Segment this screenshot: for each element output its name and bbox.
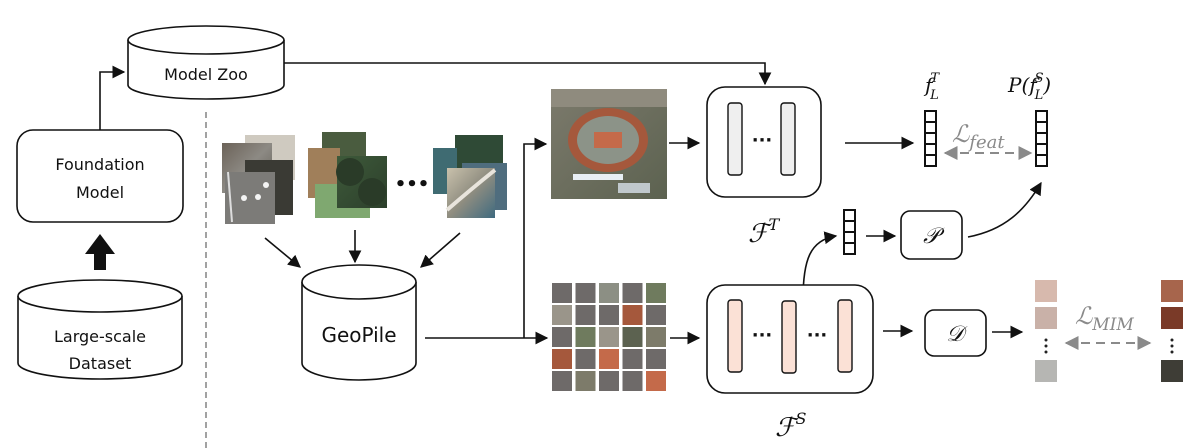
arrow-zoo-to-teacher [284, 62, 772, 86]
visible-patch [599, 327, 619, 347]
target-ellipsis-icon [1170, 338, 1174, 354]
masked-image-grid [552, 283, 666, 391]
masked-patch [646, 305, 666, 325]
teacher-feature-vector [924, 110, 937, 167]
teacher-encoder: ··· [706, 86, 822, 198]
masked-patch [599, 305, 619, 325]
target-patches [1161, 280, 1183, 382]
arrow-to-full-image [523, 137, 548, 338]
feature-cell [843, 242, 856, 255]
arrow-projector-to-feature [967, 181, 1042, 238]
masked-patch [552, 371, 572, 391]
feature-cell [1035, 132, 1048, 145]
student-layer-last [837, 299, 853, 373]
visible-patch [552, 305, 572, 325]
model-zoo-cylinder: Model Zoo [127, 25, 285, 100]
visible-patch [622, 327, 643, 347]
feature-cell [924, 154, 937, 167]
foundation-model-label-line1: Foundation [55, 155, 144, 174]
feature-cell [924, 143, 937, 156]
dataset-label-line2: Dataset [69, 354, 132, 373]
student-label: ℱS [775, 409, 806, 443]
foundation-model-label-line2: Model [76, 183, 124, 202]
masked-patch [552, 283, 572, 303]
model-zoo-label: Model Zoo [164, 65, 248, 84]
image-stack-farmland [308, 132, 387, 218]
geopile-label: GeoPile [321, 323, 396, 347]
feature-cell [924, 110, 937, 123]
student-intermediate-feature-vector [843, 209, 856, 255]
student-layer-first [727, 299, 743, 373]
full-satellite-image [551, 89, 667, 199]
arrow-urban-to-geopile [264, 237, 301, 268]
feature-loss-label: ℒfeat [952, 120, 1005, 153]
mim-loss-label: ℒMIM [1075, 302, 1134, 335]
feature-cell [843, 209, 856, 222]
student-encoder: ··· ··· [706, 284, 874, 394]
feature-cell [843, 231, 856, 244]
decoder-label: 𝒟 [946, 322, 968, 347]
student-layer-middle [781, 300, 797, 374]
arrow-coast-to-geopile [420, 232, 461, 268]
large-scale-dataset-cylinder: Large-scale Dataset [17, 279, 183, 380]
image-stack-urban [222, 135, 295, 224]
visible-patch [646, 283, 666, 303]
teacher-layer-first [727, 102, 743, 176]
visible-patch [575, 371, 596, 391]
reconstructed-patches [1035, 280, 1057, 382]
visible-patch [575, 327, 596, 347]
visible-patch [646, 371, 666, 391]
teacher-label: ℱT [748, 215, 780, 249]
thick-up-arrow-icon [85, 234, 115, 270]
masked-patch [575, 283, 596, 303]
reconstructed-ellipsis-icon [1044, 338, 1048, 354]
projected-student-feature-vector [1035, 110, 1048, 167]
image-stack-coast [433, 135, 507, 218]
feature-cell [924, 132, 937, 145]
decoder-box: 𝒟 [924, 309, 987, 357]
dataset-label-line1: Large-scale [54, 327, 146, 346]
teacher-layer-dots: ··· [752, 130, 773, 151]
foundation-model-box: Foundation Model [16, 129, 184, 223]
geopile-cylinder: GeoPile [301, 264, 417, 381]
masked-patch [575, 305, 596, 325]
masked-patch [575, 349, 596, 369]
masked-patch [622, 349, 643, 369]
masked-patch [599, 371, 619, 391]
visible-patch [552, 349, 572, 369]
projector-box: 𝒫 [900, 210, 963, 260]
visible-patch [599, 283, 619, 303]
student-layer-dots-2: ··· [807, 325, 828, 346]
feature-cell [1035, 110, 1048, 123]
arrow-foundation-to-zoo [99, 65, 126, 130]
feature-cell [843, 220, 856, 233]
more-datasets-ellipsis: ••• [395, 174, 430, 195]
feature-cell [1035, 121, 1048, 134]
feature-cell [1035, 154, 1048, 167]
student-layer-dots-1: ··· [752, 325, 773, 346]
visible-patch [622, 305, 643, 325]
feature-cell [1035, 143, 1048, 156]
visible-patch [646, 327, 666, 347]
feature-cell [924, 121, 937, 134]
masked-patch [622, 371, 643, 391]
masked-patch [622, 283, 643, 303]
masked-patch [552, 327, 572, 347]
visible-patch [599, 349, 619, 369]
masked-patch [646, 349, 666, 369]
teacher-layer-last [780, 102, 796, 176]
